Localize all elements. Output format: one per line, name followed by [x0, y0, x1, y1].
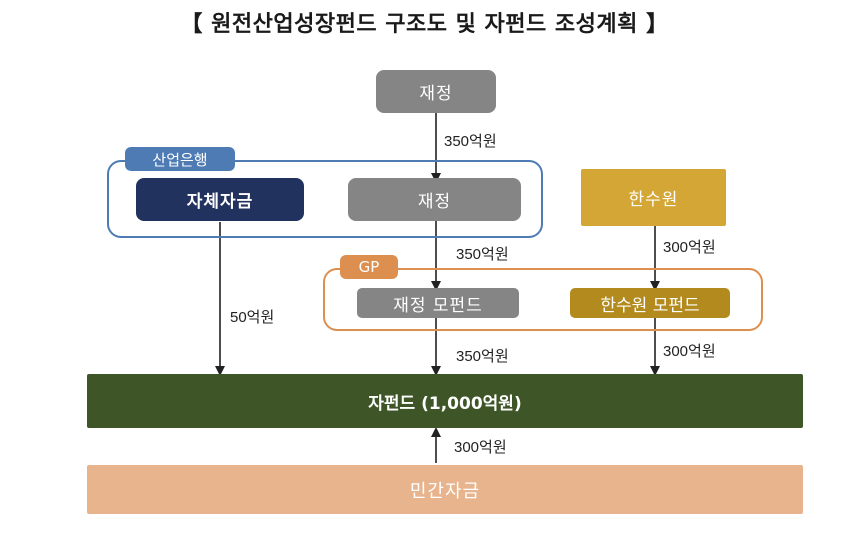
node-bank-finance: 재정: [348, 178, 521, 221]
node-top-finance: 재정: [376, 70, 496, 113]
amount-top-to-bank: 350억원: [444, 133, 497, 150]
amount-bank-to-gp: 350억원: [456, 246, 509, 263]
amount-khnp-to-gp: 300억원: [663, 239, 716, 256]
node-bank-self-fund: 자체자금: [136, 178, 304, 221]
node-khnp-mother-fund: 한수원 모펀드: [570, 288, 730, 318]
amount-khnp-mother-to-sub: 300억원: [663, 343, 716, 360]
diagram-title: 【 원전산업성장펀드 구조도 및 자펀드 조성계획 】: [180, 12, 669, 37]
node-private-fund: 민간자금: [87, 465, 803, 514]
group-gp-label: GP: [340, 255, 398, 279]
node-finance-mother-fund: 재정 모펀드: [357, 288, 519, 318]
amount-mother-to-sub: 350억원: [456, 348, 509, 365]
group-gp-frame: [323, 268, 763, 331]
group-bank-frame: [107, 160, 543, 238]
node-sub-fund: 자펀드 (1,000억원): [87, 374, 803, 428]
amount-private-to-sub: 300억원: [454, 439, 507, 456]
node-khnp: 한수원: [581, 169, 726, 226]
amount-self-to-sub: 50억원: [230, 309, 275, 326]
group-bank-label: 산업은행: [125, 147, 235, 171]
